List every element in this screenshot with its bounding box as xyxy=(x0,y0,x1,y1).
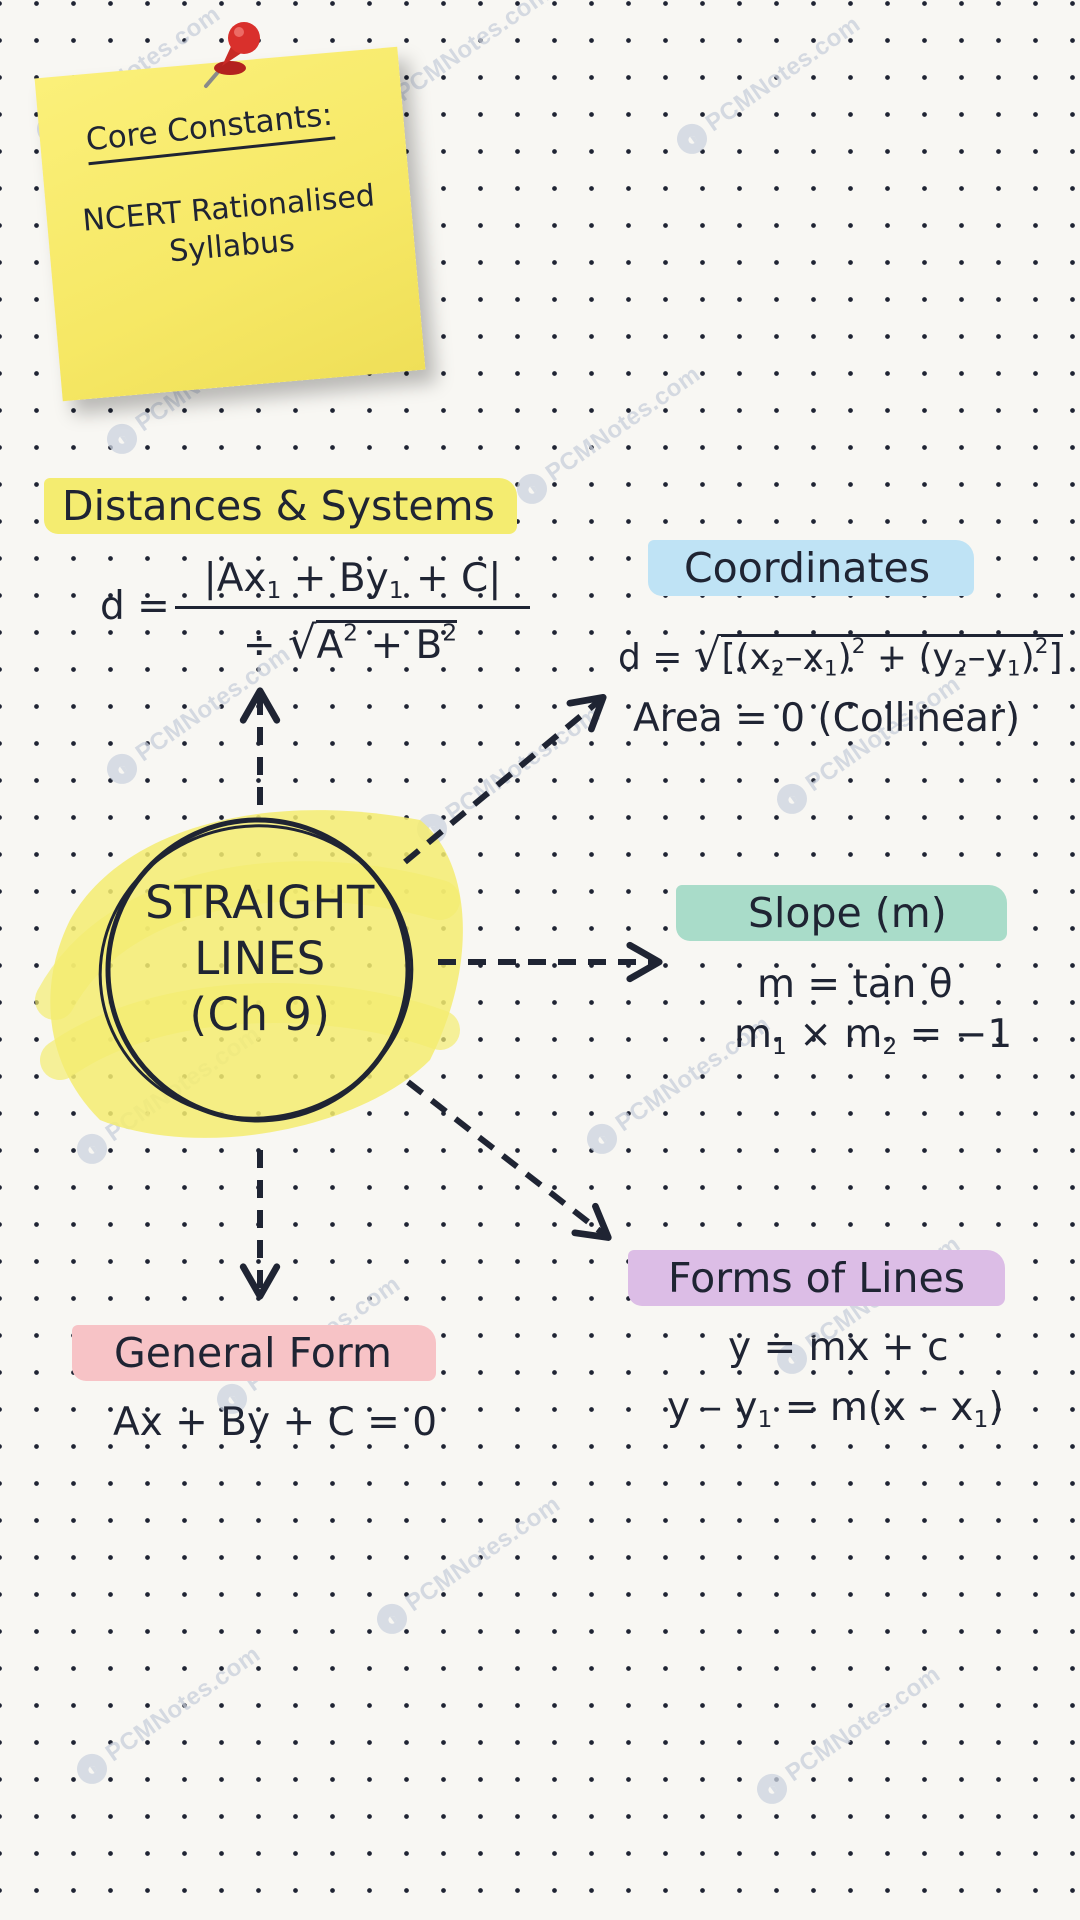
coordinates-heading: Coordinates xyxy=(648,540,975,596)
sqrt-icon: √ xyxy=(287,616,317,669)
center-topic: STRAIGHT LINES (Ch 9) xyxy=(90,875,430,1043)
center-topic-line1: STRAIGHT xyxy=(145,876,375,929)
general-form-heading: General Form xyxy=(72,1325,436,1381)
point-slope-formula: y – y1 = m(x – x1) xyxy=(667,1385,1004,1434)
arrow-to-forms xyxy=(406,1079,612,1241)
center-circle-outline xyxy=(98,824,414,1120)
perpendicular-slope-formula: m1 × m2 = −1 xyxy=(734,1012,1013,1061)
distances-heading: Distances & Systems xyxy=(44,478,517,534)
distance-formula: d = √[(x2–x1)2 + (y2–y1)2] xyxy=(618,630,1063,682)
arrow-to-coordinates xyxy=(403,693,607,865)
center-topic-line3: (Ch 9) xyxy=(189,988,331,1041)
collinear-area-formula: Area = 0 (Collinear) xyxy=(633,696,1021,741)
slope-intercept-formula: y = mx + c xyxy=(728,1325,949,1370)
push-pin-icon xyxy=(204,22,260,88)
slope-tan-formula: m = tan θ xyxy=(757,962,953,1007)
forms-heading: Forms of Lines xyxy=(628,1250,1006,1306)
general-form-formula: Ax + By + C = 0 xyxy=(113,1400,438,1445)
slope-heading: Slope (m) xyxy=(676,885,1007,941)
center-circle xyxy=(105,817,411,1123)
sqrt-icon: √ xyxy=(693,630,722,680)
distance-lhs: d = xyxy=(100,584,170,629)
distance-numerator: |Ax1 + By1 + C| xyxy=(175,556,530,610)
distance-denominator: ÷ √A2 + B2 xyxy=(242,616,458,669)
center-topic-line2: LINES xyxy=(194,932,326,985)
